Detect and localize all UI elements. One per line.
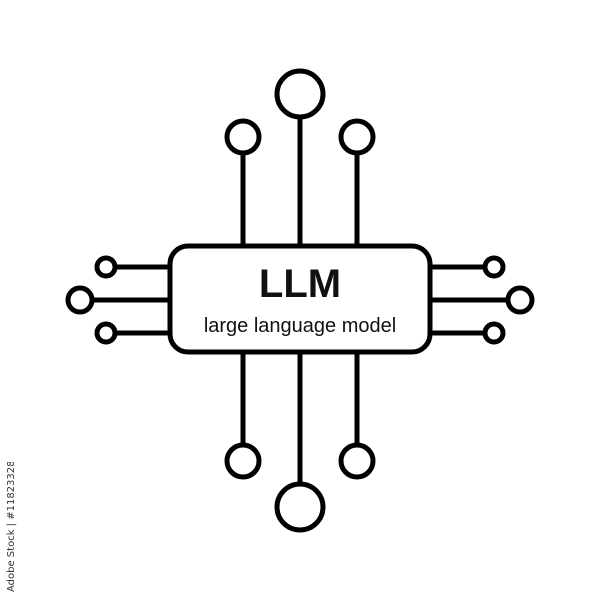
- top-right-node: [338, 118, 376, 156]
- chip-subtitle: large language model: [204, 315, 396, 337]
- left-middle-node: [65, 285, 95, 315]
- top-left-node: [224, 118, 262, 156]
- right-top-node: [482, 255, 506, 279]
- left-top-node: [94, 255, 118, 279]
- left-bottom-node: [94, 321, 118, 345]
- right-middle-node: [505, 285, 535, 315]
- bottom-center-node: [274, 481, 326, 533]
- right-bottom-node: [482, 321, 506, 345]
- bottom-right-node: [338, 442, 376, 480]
- bottom-left-node: [224, 442, 262, 480]
- chip-body: [167, 243, 433, 355]
- top-center-node: [274, 68, 326, 120]
- stock-id-label: Adobe Stock | #1182332859: [6, 462, 17, 592]
- chip-title: LLM: [259, 262, 341, 306]
